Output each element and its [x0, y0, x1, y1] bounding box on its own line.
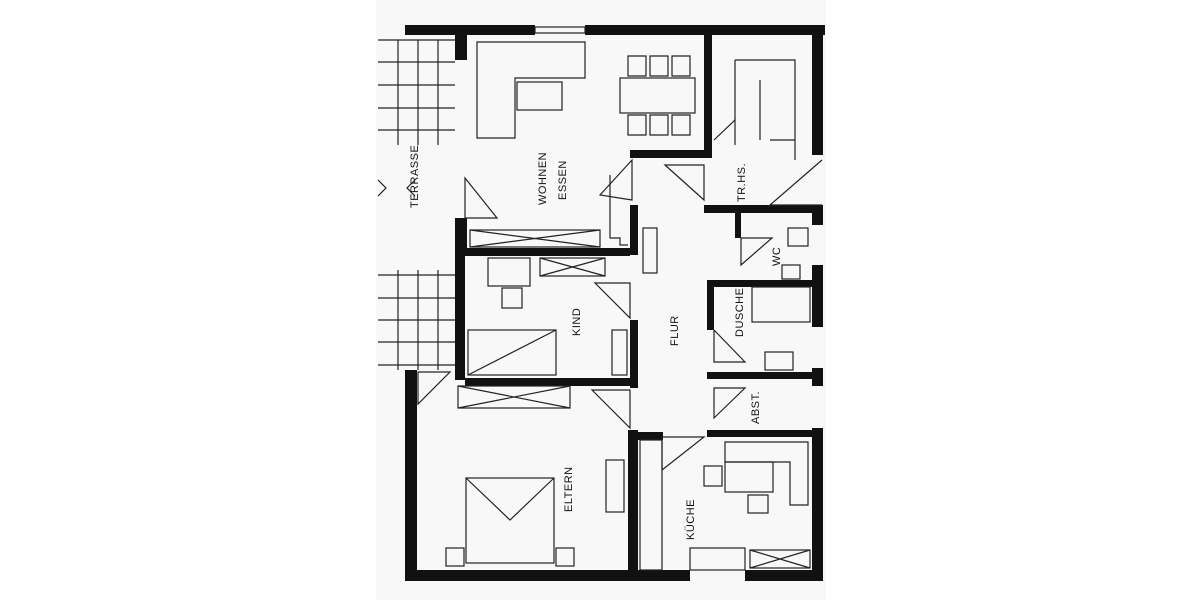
label-treppenhaus: TR.HS.: [736, 163, 748, 202]
dining-table: [619, 77, 696, 114]
wall-essen-bottom: [630, 150, 712, 158]
wall-left-eltern: [405, 370, 417, 580]
door-terrace: [464, 176, 499, 219]
wardrobe-eltern: [457, 385, 571, 409]
nightstand-right: [555, 547, 575, 567]
bed-eltern: [465, 477, 555, 564]
wall-kind-bottom: [465, 378, 638, 386]
wall-thin-wohnen: [609, 175, 628, 246]
wall-right-5: [812, 428, 823, 580]
shower-tray: [751, 286, 811, 323]
door-kind: [593, 282, 631, 320]
kitchen-chair-1: [703, 465, 723, 487]
door-abst: [713, 387, 747, 420]
wall-right-2: [812, 205, 823, 225]
door-eltern-terrace: [417, 371, 452, 406]
wall-top-left: [405, 25, 535, 35]
terrace-tiles: [377, 39, 455, 370]
wall-left-kind: [455, 250, 465, 380]
wall-trhs-bottom: [704, 205, 819, 213]
nightstand-left: [445, 547, 465, 567]
window-top: [534, 26, 586, 34]
label-kind: KIND: [571, 308, 583, 336]
label-kueche: KÜCHE: [685, 499, 697, 540]
wall-flur-left-1: [630, 205, 638, 255]
door-dusche: [713, 328, 747, 363]
door-wohnen: [598, 158, 705, 202]
toilet: [787, 227, 809, 247]
shelf-kind: [611, 329, 628, 376]
wall-dusche-top: [707, 280, 819, 287]
kitchen-counter: [639, 439, 663, 571]
label-dusche: DUSCHE: [734, 288, 746, 337]
label-terrasse: TERRASSE: [409, 145, 421, 208]
chair-kind: [501, 287, 523, 309]
wall-top-right: [585, 25, 825, 35]
label-abstellraum: ABST.: [750, 391, 762, 424]
sink-wc: [781, 264, 801, 280]
paper-sheet: [376, 0, 826, 600]
wall-bottom-right: [745, 570, 823, 581]
wall-kueche-top: [707, 430, 819, 437]
wall-left-wohnen: [455, 218, 467, 250]
label-essen: ESSEN: [557, 160, 569, 200]
wardrobe-kind: [539, 257, 606, 277]
stairs: [734, 59, 796, 141]
coat-rack: [642, 227, 658, 274]
coffee-table: [516, 81, 563, 111]
door-wc: [740, 237, 774, 267]
furniture: [417, 41, 823, 571]
wall-kind-top: [465, 248, 630, 256]
bed-kind: [467, 329, 557, 376]
dining-chairs: [627, 55, 691, 136]
label-flur: FLUR: [669, 315, 681, 346]
sink-dusche: [764, 351, 794, 371]
desk-kind: [487, 257, 531, 287]
label-wc: WC: [771, 247, 783, 266]
wall-abst-top: [707, 372, 819, 379]
cabinet-wohnen: [469, 229, 601, 248]
dresser-eltern: [605, 459, 625, 513]
pillar-top: [455, 25, 467, 60]
wall-wc-left: [735, 213, 741, 238]
wall-right-1: [812, 25, 823, 155]
door-eltern: [590, 389, 631, 430]
label-eltern: ELTERN: [563, 466, 575, 512]
door-kueche: [661, 436, 706, 472]
wall-dusche-left: [707, 280, 714, 330]
wall-flur-left-2: [630, 320, 638, 388]
label-wohnen: WOHNEN: [537, 152, 549, 205]
wall-right-3: [812, 265, 823, 327]
sofa: [476, 41, 586, 139]
kitchen-chair-2: [747, 494, 769, 514]
wall-trhs-left: [704, 35, 712, 155]
kitchen-window-sill: [689, 547, 746, 571]
wall-kueche-corner: [638, 432, 663, 440]
kitchen-table: [724, 461, 774, 493]
kitchen-cabinet: [749, 549, 811, 569]
wall-bottom-left: [405, 570, 690, 581]
stair-doors: [713, 118, 823, 206]
room-labels: TERRASSE WOHNEN ESSEN TR.HS. WC KIND FLU…: [409, 145, 783, 540]
wall-kueche-left: [628, 430, 638, 572]
walls: [405, 25, 825, 581]
